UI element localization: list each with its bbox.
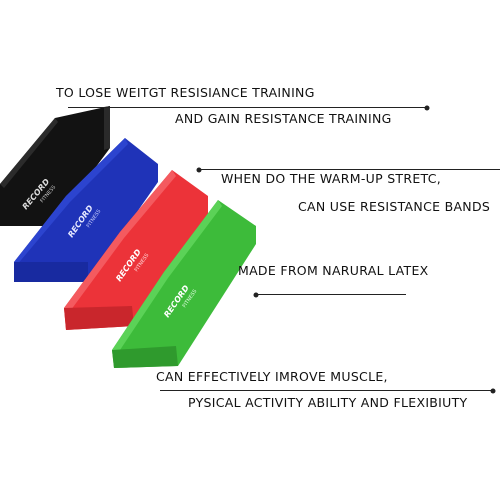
caption-3-divider (256, 294, 406, 296)
caption-4-divider (160, 390, 492, 392)
caption-1-divider (68, 107, 426, 109)
green-band: RECORD FITNESS (112, 200, 256, 368)
caption-warm-up: WHEN DO THE WARM-UP STRETC, (221, 171, 442, 186)
caption-improve-muscle: CAN EFFECTIVELY IMROVE MUSCLE, (156, 369, 388, 384)
blue-band: RECORD FITNESS (14, 138, 158, 282)
caption-activity-ability: PYSICAL ACTIVITY ABILITY AND FLEXIBIUTY (188, 395, 468, 410)
black-band: RECORD FITNESS (0, 106, 110, 226)
caption-1-divider-dot (424, 105, 430, 111)
caption-natural-latex: MADE FROM NARURAL LATEX (238, 263, 429, 278)
red-band: RECORD FITNESS (64, 170, 208, 330)
caption-2-divider (199, 169, 500, 171)
caption-use-bands: CAN USE RESISTANCE BANDS (298, 199, 491, 214)
caption-4-divider-dot (490, 388, 496, 394)
caption-lose-weight: TO LOSE WEITGT RESISIANCE TRAINING (56, 85, 315, 100)
caption-gain-resistance: AND GAIN RESISTANCE TRAINING (175, 111, 392, 126)
